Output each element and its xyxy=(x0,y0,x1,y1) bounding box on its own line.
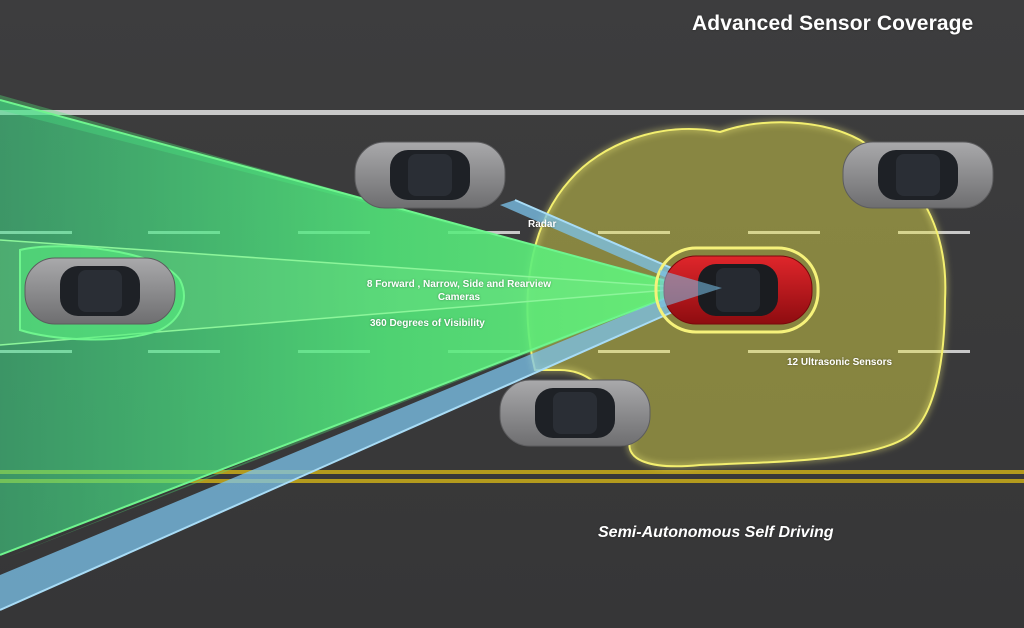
car-upper-right xyxy=(842,141,994,209)
car-upper-middle xyxy=(354,141,506,209)
radar-origin xyxy=(660,270,722,308)
page-title: Advanced Sensor Coverage xyxy=(692,12,974,35)
road-edge-line xyxy=(0,110,1024,115)
visibility-label: 360 Degrees of Visibility xyxy=(370,318,485,329)
car-lower-middle xyxy=(499,379,651,447)
radar-label: Radar xyxy=(528,219,557,230)
ultrasonic-label: 12 Ultrasonic Sensors xyxy=(787,357,893,368)
center-line xyxy=(0,470,1024,483)
subtitle: Semi-Autonomous Self Driving xyxy=(598,524,834,541)
car-left xyxy=(24,257,176,325)
cameras-label: 8 Forward , Narrow, Side and Rearview Ca… xyxy=(366,279,552,303)
